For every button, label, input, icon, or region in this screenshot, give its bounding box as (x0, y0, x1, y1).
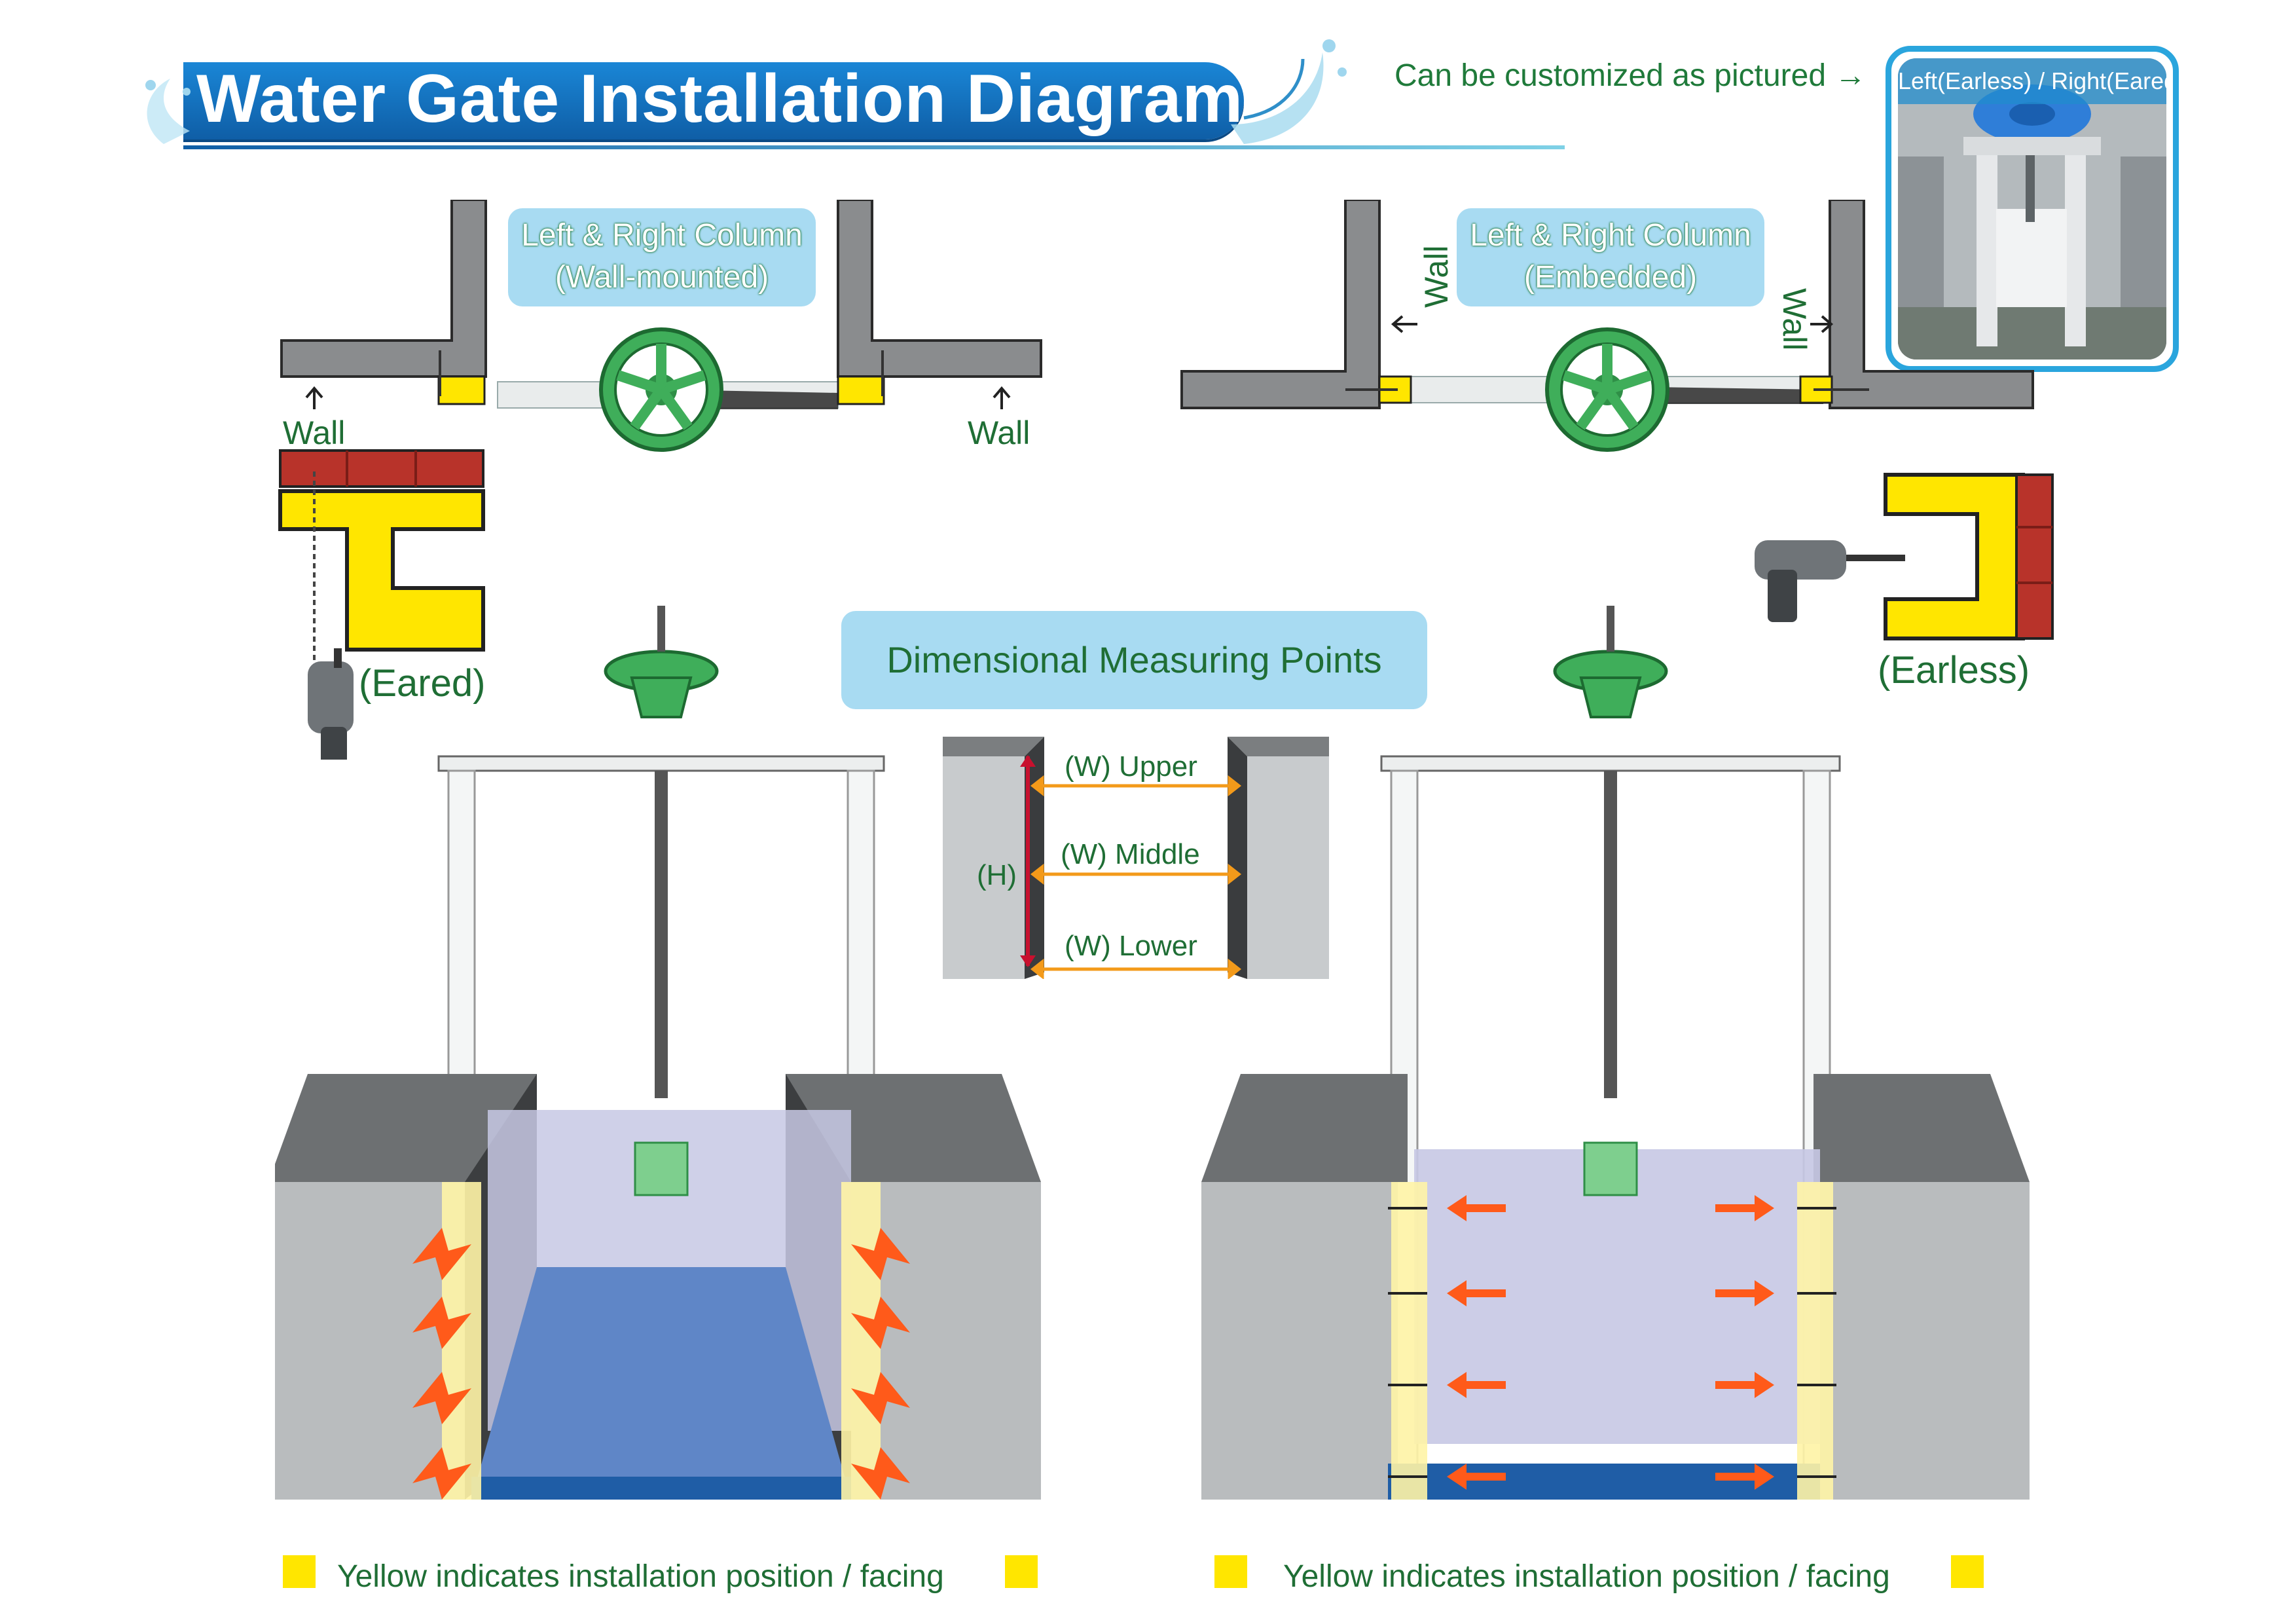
wall-mounted-plan-view (280, 200, 1042, 452)
wall-left (280, 200, 487, 378)
product-photo: Left(Earless) / Right(Eared) (1886, 46, 2179, 372)
water-channel (471, 1267, 851, 1500)
handwheel-icon (599, 327, 723, 452)
water-splash-icon (145, 79, 191, 144)
embedded-label-line1: Left & Right Column (1470, 218, 1751, 253)
install-arrows-right (1715, 1195, 1774, 1490)
width-upper-label: (W) Upper (1065, 750, 1197, 783)
width-lower-label: (W) Lower (1065, 930, 1197, 962)
measuring-diagram (943, 737, 1329, 979)
wall-mounted-label-line1: Left & Right Column (521, 218, 803, 253)
yellow-legend-swatch (1214, 1555, 1247, 1588)
wall-mounted-label-line2: (Wall-mounted) (555, 260, 769, 295)
concrete-top-left (1201, 1074, 1408, 1182)
legend-right: Yellow indicates installation position /… (1283, 1559, 1890, 1594)
embedded-gate-diagram (1201, 606, 2030, 1500)
eared-bracket-icon (278, 489, 485, 652)
install-bracket-right (837, 375, 885, 405)
wall-label-right: Wall (1776, 288, 1813, 351)
earless-bracket-detail (1755, 473, 2054, 640)
brick-icon (279, 449, 484, 488)
width-middle-label: (W) Middle (1061, 838, 1200, 870)
embedded-plan-view (1180, 200, 2034, 452)
handwheel-icon (1553, 650, 1668, 718)
install-strip-right (1797, 1182, 1833, 1500)
yellow-legend-swatch (1951, 1555, 1984, 1588)
gate-top-beam (437, 755, 885, 772)
screw-stem (655, 771, 668, 1098)
install-arrows-left (412, 1228, 471, 1500)
photo-caption: Left(Earless) / Right(Eared) (1898, 67, 2166, 94)
wall-label-right: Wall (968, 415, 1030, 451)
drill-icon (308, 648, 354, 760)
drill-icon (1755, 540, 1905, 622)
install-strip-left (1391, 1182, 1427, 1500)
concrete-top-left (275, 1074, 537, 1182)
gate-photo-illustration (1898, 58, 2166, 360)
gate-top-beam (1380, 755, 1841, 772)
concrete-top-right (1813, 1074, 2030, 1182)
embedded-label: Left & Right Column (Embedded) (1457, 208, 1764, 306)
customization-note: Can be customized as pictured → (1394, 58, 1867, 93)
handwheel-icon (604, 650, 719, 718)
title-banner (183, 62, 1244, 139)
lift-block (634, 1141, 689, 1196)
wall-right (1829, 200, 2034, 409)
gate-photo: Left(Earless) / Right(Eared) (1898, 58, 2166, 360)
height-label: (H) (977, 859, 1017, 891)
earless-label: (Earless) (1878, 649, 2030, 692)
legend-left: Yellow indicates installation position /… (337, 1559, 944, 1594)
eared-bracket-detail (278, 449, 485, 760)
screw-stem (1604, 771, 1617, 1098)
concrete-block-right (1820, 1182, 2030, 1500)
brick-icon (2015, 473, 2054, 640)
embedded-label-line2: (Embedded) (1523, 260, 1698, 295)
wall-label-left: Wall (1418, 245, 1455, 308)
title-underline (183, 145, 1565, 149)
handwheel-icon (1545, 327, 1669, 452)
concrete-block-left (1201, 1182, 1398, 1500)
install-bracket-left (437, 375, 486, 405)
photo-caption-bar (1898, 58, 2166, 104)
page-title: Water Gate Installation Diagram (196, 61, 1244, 137)
wall-mounted-label: Left & Right Column (Wall-mounted) (508, 208, 816, 306)
yellow-legend-swatch (1005, 1555, 1038, 1588)
wall-label-left: Wall (283, 415, 346, 451)
measuring-points-title: Dimensional Measuring Points (841, 611, 1427, 709)
water-splash-icon (1231, 39, 1347, 144)
install-arrows-left (1447, 1195, 1506, 1490)
lift-block (1583, 1141, 1638, 1196)
yellow-legend-swatch (283, 1555, 316, 1588)
install-arrows-right (851, 1228, 910, 1500)
wall-left (1180, 200, 1381, 409)
wall-right (837, 200, 1042, 378)
wall-mounted-gate-diagram (275, 606, 1041, 1500)
concrete-block-left (275, 1182, 465, 1500)
eared-label: (Eared) (359, 662, 486, 705)
